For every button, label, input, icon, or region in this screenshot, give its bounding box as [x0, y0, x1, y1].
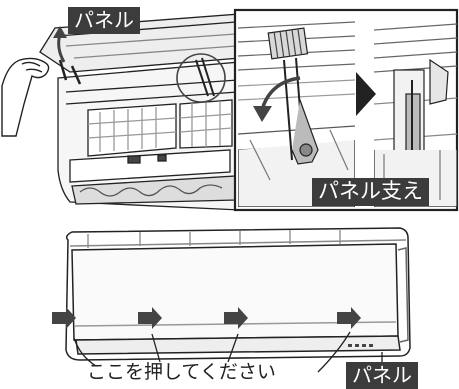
- press-arrow-icon: [52, 307, 76, 329]
- closed-indoor-unit: [65, 227, 411, 361]
- next-step-arrow-icon: [356, 72, 376, 116]
- panel-label-top: パネル: [68, 7, 140, 34]
- lift-arrow-icon: [53, 26, 67, 63]
- air-filter: [179, 99, 233, 149]
- press-arrow-icon: [224, 307, 248, 329]
- panel-support-circle: [176, 53, 226, 103]
- rotate-arrow-icon: [253, 76, 301, 122]
- panel-support-label: パネル支え: [312, 178, 429, 206]
- press-here-label: ここを押してください: [87, 361, 276, 383]
- open-indoor-unit: [39, 13, 241, 211]
- press-arrow-icon: [337, 307, 361, 329]
- press-arrow-icon: [138, 307, 162, 329]
- air-filter: [87, 103, 177, 157]
- leader-lines: [73, 331, 383, 373]
- hand-illustration: [1, 57, 50, 137]
